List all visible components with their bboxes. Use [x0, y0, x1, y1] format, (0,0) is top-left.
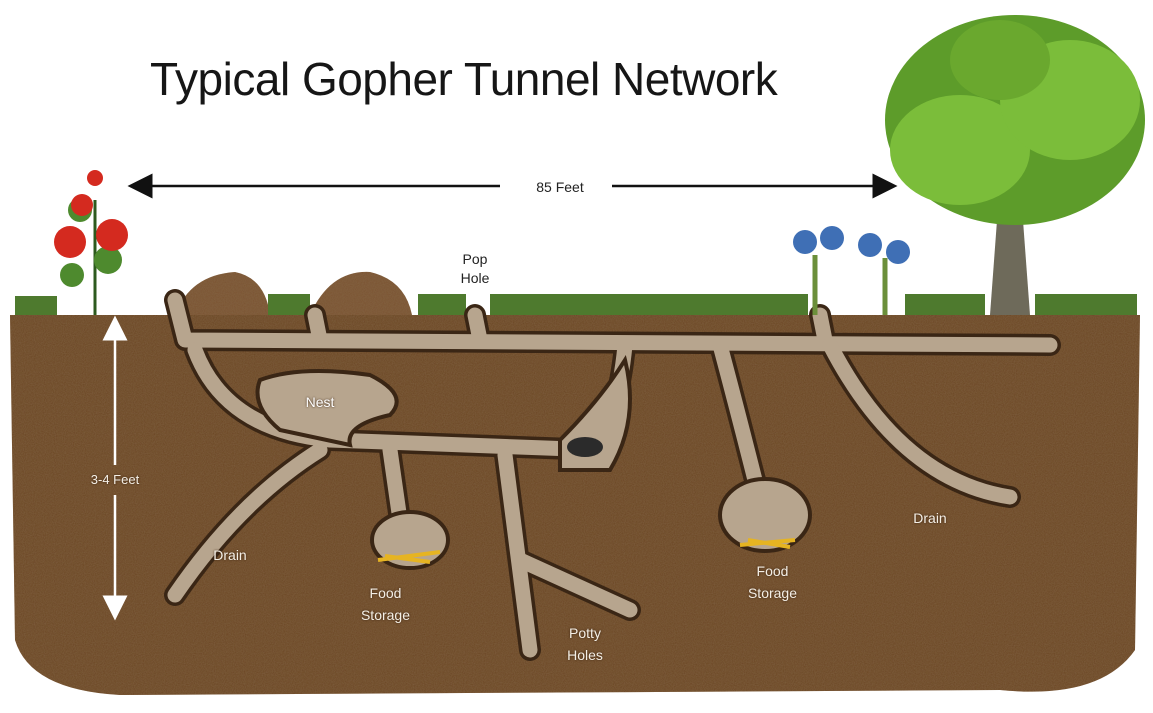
dirt-mound: [310, 271, 412, 315]
grass: [15, 294, 1137, 315]
food-icon: [739, 538, 796, 549]
drain-label-right: Drain: [913, 510, 947, 526]
food-icon: [377, 550, 441, 564]
drain-label-left: Drain: [213, 547, 247, 563]
tree-icon: [885, 15, 1145, 315]
depth-label: 3-4 Feet: [90, 472, 140, 487]
dirt-mound: [175, 272, 270, 315]
width-label: 85 Feet: [536, 179, 584, 195]
food-storage-chamber: [718, 477, 812, 553]
gopher-icon: [567, 437, 603, 457]
iris-flowers-icon: [793, 226, 910, 315]
nest-chamber: [255, 369, 399, 448]
nest-label: Nest: [305, 394, 335, 410]
rose-bush-icon: [54, 170, 128, 315]
diagram-title: Typical Gopher Tunnel Network: [150, 53, 778, 105]
